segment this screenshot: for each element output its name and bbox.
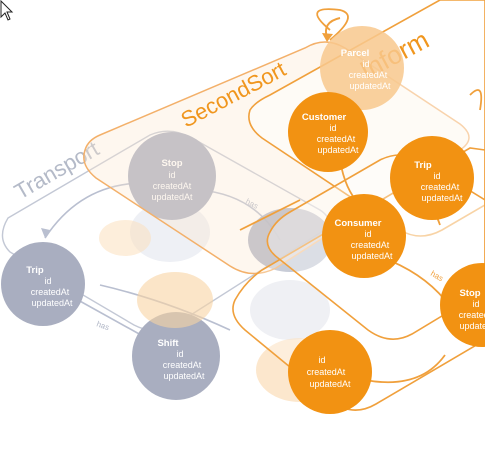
node-shift-gray: Shift id createdAt updatedAt: [132, 312, 220, 400]
node-title: Trip: [26, 265, 44, 276]
node-title: Customer: [302, 112, 347, 123]
node-circle: [128, 132, 216, 220]
node-field: createdAt: [307, 367, 346, 377]
node-field: id: [433, 171, 440, 181]
node-trip-orange: Trip id createdAt updatedAt: [390, 136, 474, 220]
node-trip-gray: Trip id createdAt updatedAt: [1, 242, 85, 326]
node-circle: [288, 92, 368, 172]
edge-stop-trip: [44, 182, 141, 239]
node-field: updatedAt: [309, 379, 351, 389]
node-field: updatedAt: [351, 251, 393, 261]
node-field: createdAt: [31, 287, 70, 297]
node-title: Shift: [157, 338, 179, 349]
node-field: updatedAt: [421, 193, 463, 203]
node-field: id: [329, 123, 336, 133]
arrow-head: [41, 228, 50, 238]
node-circle: [322, 194, 406, 278]
edge-self-loop: [316, 8, 349, 41]
node-field: createdAt: [163, 360, 202, 370]
ghost-node: [250, 280, 330, 340]
node-field: createdAt: [153, 181, 192, 191]
node-title: Stop: [459, 288, 480, 299]
ghost-node: [137, 272, 213, 328]
node-field: createdAt: [421, 182, 460, 192]
node-field: updatedAt: [349, 81, 391, 91]
node-field: updatedAt: [317, 145, 359, 155]
node-circle: [440, 263, 485, 347]
node-field: id: [168, 170, 175, 180]
node-parcel: Parcel id createdAt updatedAt: [320, 26, 404, 110]
node-field: updatedAt: [31, 298, 73, 308]
edge-bottom-loop: [364, 354, 446, 384]
ghost-node: [99, 220, 151, 256]
node-field: id: [176, 349, 183, 359]
node-circle: [1, 242, 85, 326]
node-field: createdAt: [459, 310, 485, 320]
node-field: id: [364, 229, 371, 239]
ghost-node: [248, 208, 332, 272]
edge-right: [469, 89, 483, 111]
node-title: Stop: [161, 158, 182, 169]
node-stop-gray: Stop id createdAt updatedAt: [128, 132, 216, 220]
node-title: Consumer: [335, 218, 382, 229]
node-circle: [390, 136, 474, 220]
node-circle: [132, 312, 220, 400]
node-circle: [320, 26, 404, 110]
node-title: Trip: [414, 160, 432, 171]
edge-left: [239, 199, 301, 231]
arrow-pointer-icon: [0, 0, 14, 21]
node-field: createdAt: [317, 134, 356, 144]
node-field: updatedAt: [163, 371, 205, 381]
node-field: id: [472, 299, 479, 309]
node-customer: Customer id createdAt updatedAt: [288, 92, 368, 172]
node-field: createdAt: [351, 240, 390, 250]
node-bottom-orange: id createdAt updatedAt: [288, 330, 372, 414]
arrow-head: [322, 33, 333, 42]
node-stop-orange: Stop id createdAt updatedAt: [440, 263, 485, 347]
node-title: Parcel: [341, 48, 370, 59]
edge-label-has: has: [95, 319, 110, 332]
node-circle: [288, 330, 372, 414]
node-field: updatedAt: [151, 192, 193, 202]
node-field: id: [318, 355, 325, 365]
node-field: createdAt: [349, 70, 388, 80]
node-field: updatedAt: [459, 321, 485, 331]
node-field: id: [362, 59, 369, 69]
ghost-node: [130, 202, 210, 262]
node-field: id: [44, 276, 51, 286]
node-consumer: Consumer id createdAt updatedAt: [322, 194, 406, 278]
